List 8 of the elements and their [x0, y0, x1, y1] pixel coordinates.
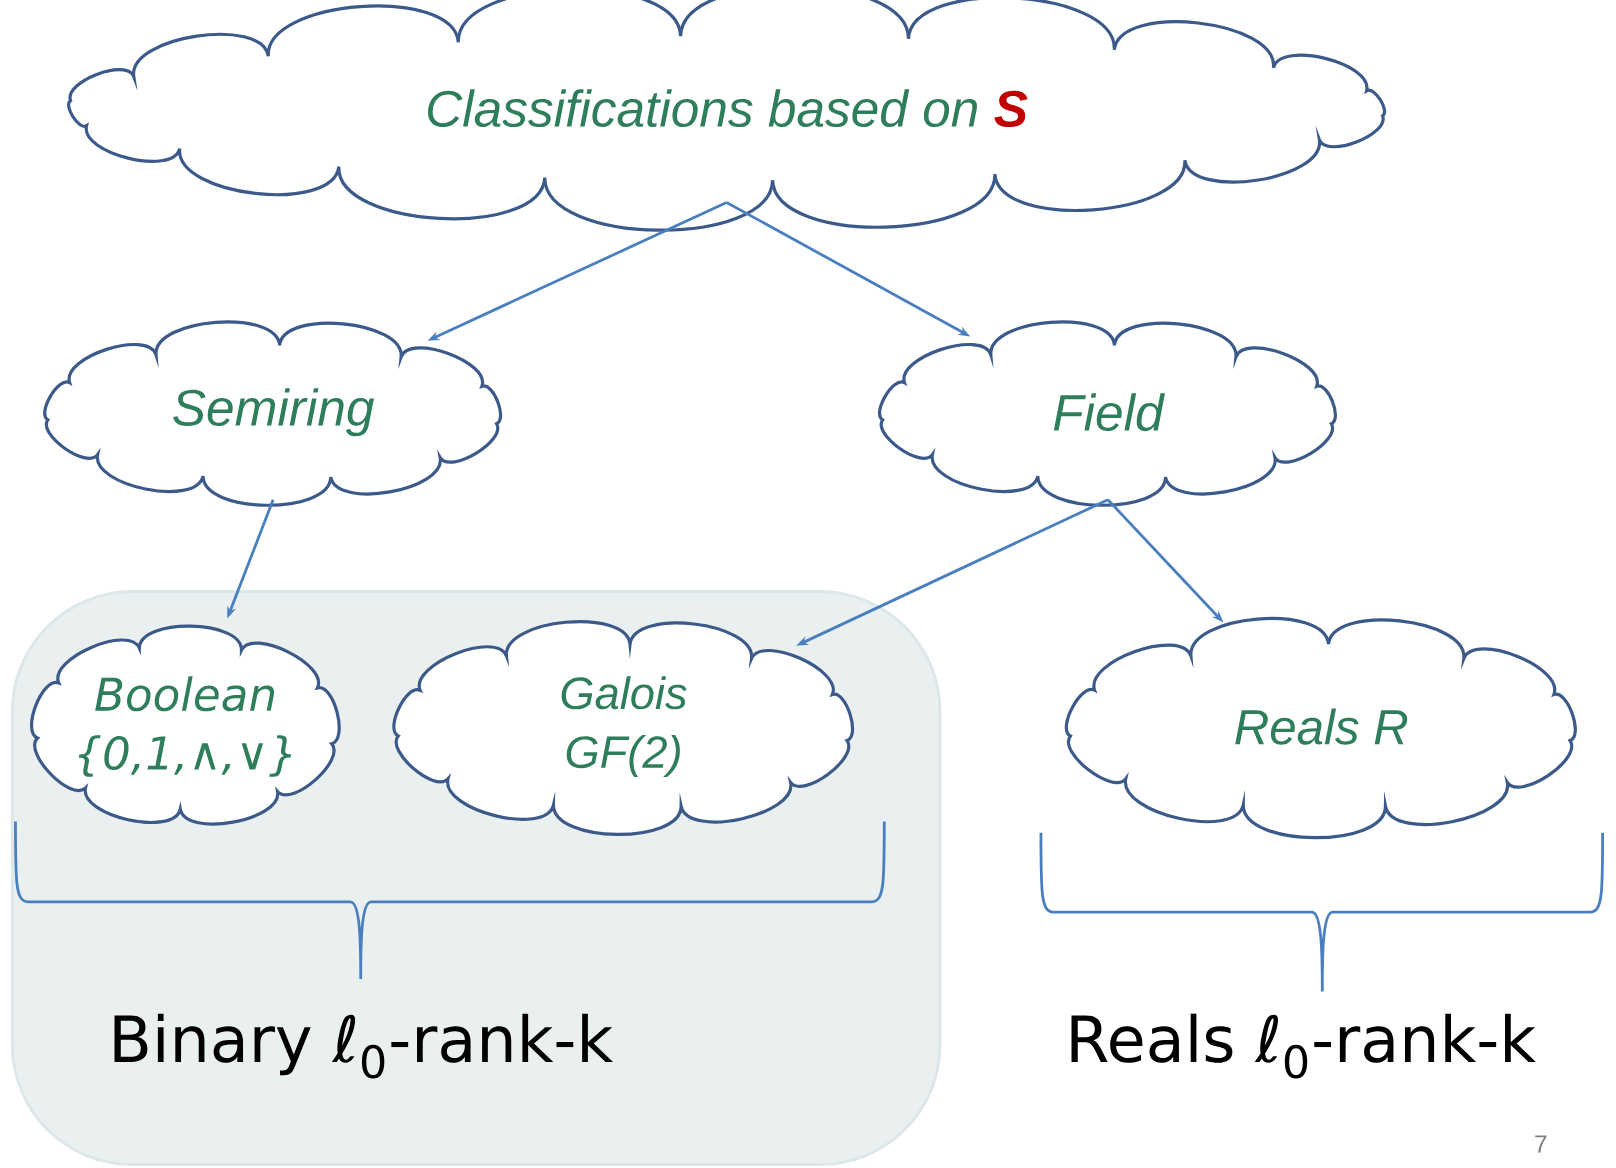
page-number: 7: [1535, 1135, 1547, 1153]
cloud: Semiring: [43, 320, 503, 507]
cloud: Reals R: [1064, 617, 1577, 840]
cloud: Boolean {0,1,∧,∨}: [29, 624, 341, 826]
cloud: Classifications based on S: [67, 0, 1387, 232]
formula-label: Reals ℓ$_{0}$-rank-k: [1071, 1013, 1536, 1079]
cloud: Field: [878, 320, 1337, 507]
cloud: Galois GF(2): [392, 620, 855, 837]
